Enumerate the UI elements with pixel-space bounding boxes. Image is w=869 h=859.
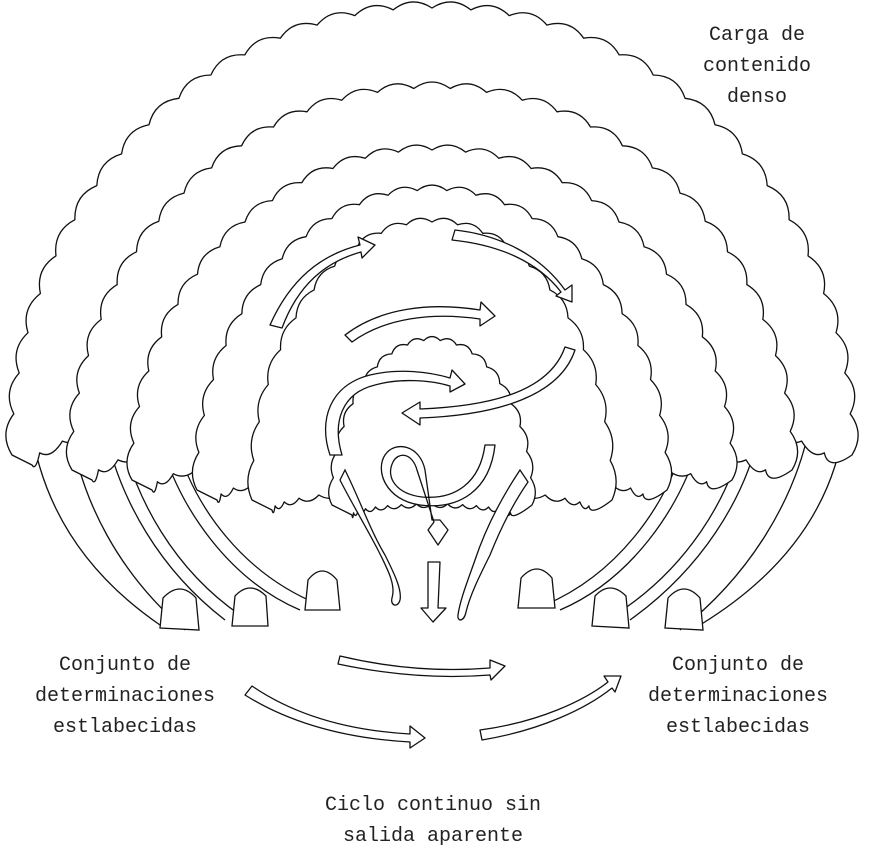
flow-arrow-right bbox=[479, 675, 622, 741]
post-right-2 bbox=[591, 587, 630, 629]
down-arrow bbox=[420, 561, 447, 623]
label-right: Conjunto de determinaciones estlabecidas bbox=[648, 654, 828, 739]
label-right-line-1: Conjunto de bbox=[672, 654, 804, 677]
post-left-3 bbox=[304, 570, 341, 611]
post-left-1 bbox=[159, 588, 200, 631]
label-left: Conjunto de determinaciones estlabecidas bbox=[35, 654, 215, 739]
swirl-arrow-6 bbox=[380, 444, 496, 546]
swirl-arrow-2 bbox=[451, 229, 573, 303]
post-left-2 bbox=[231, 587, 269, 627]
tendril-left bbox=[339, 468, 401, 606]
label-bottom: Ciclo continuo sin salida aparente bbox=[325, 794, 541, 848]
cloud-layers bbox=[5, 1, 859, 519]
label-top-right: Carga de contenido denso bbox=[703, 24, 811, 109]
flow-arrow-top bbox=[337, 655, 506, 681]
label-top-right-line-3: denso bbox=[727, 86, 787, 109]
label-left-line-2: determinaciones bbox=[35, 685, 215, 708]
flow-arrow-left bbox=[244, 685, 426, 749]
swirl-arrows bbox=[269, 229, 576, 623]
label-right-line-2: determinaciones bbox=[648, 685, 828, 708]
label-bottom-line-2: salida aparente bbox=[343, 825, 523, 848]
swirl-arrow-3 bbox=[344, 301, 496, 343]
tendril-right bbox=[457, 468, 529, 621]
support-posts bbox=[159, 568, 704, 631]
tendrils bbox=[339, 468, 529, 621]
label-left-line-1: Conjunto de bbox=[59, 654, 191, 677]
label-right-line-3: estlabecidas bbox=[666, 716, 810, 739]
flow-arrows bbox=[244, 655, 622, 749]
label-top-right-line-2: contenido bbox=[703, 55, 811, 78]
post-right-1 bbox=[517, 568, 556, 609]
label-top-right-line-1: Carga de bbox=[709, 24, 805, 47]
swirl-arrow-5 bbox=[401, 346, 576, 426]
label-bottom-line-1: Ciclo continuo sin bbox=[325, 794, 541, 817]
label-left-line-3: estlabecidas bbox=[53, 716, 197, 739]
post-right-3 bbox=[664, 588, 704, 631]
swirl-arrow-1 bbox=[269, 236, 376, 329]
swirl-arrow-4 bbox=[324, 369, 466, 456]
